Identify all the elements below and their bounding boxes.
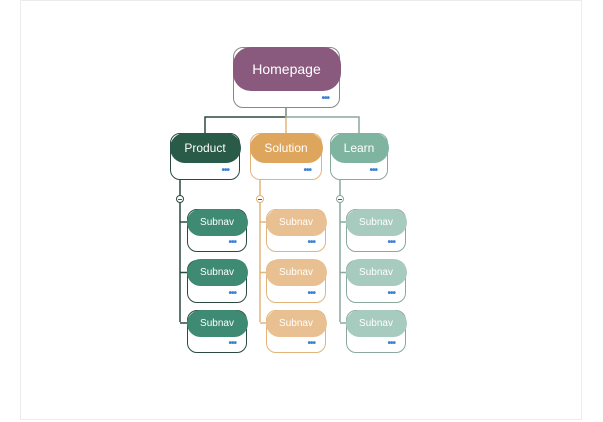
ellipsis-icon[interactable]: ••• [221, 165, 229, 176]
subnav-node[interactable]: Subnav••• [345, 208, 407, 252]
subnav-title: Subnav [265, 259, 327, 286]
collapse-icon[interactable] [176, 195, 184, 203]
homepage-title: Homepage [232, 46, 341, 91]
ellipsis-icon[interactable]: ••• [307, 338, 315, 349]
branch-node-product[interactable]: Product ••• [169, 132, 241, 180]
branch-node-learn[interactable]: Learn ••• [329, 132, 389, 180]
ellipsis-icon[interactable]: ••• [307, 287, 315, 299]
connector-root-learn [285, 108, 360, 133]
subnav-node[interactable]: Subnav••• [345, 259, 407, 303]
subnav-title: Subnav [265, 309, 327, 337]
connector-root-product [204, 108, 287, 133]
subnav-node[interactable]: Subnav••• [265, 259, 327, 303]
ellipsis-icon[interactable]: ••• [387, 287, 395, 299]
subnav-node[interactable]: Subnav••• [345, 309, 407, 353]
subnav-title: Subnav [345, 309, 407, 337]
subnav-node[interactable]: Subnav••• [186, 309, 248, 353]
ellipsis-icon[interactable]: ••• [228, 287, 236, 299]
ellipsis-icon[interactable]: ••• [321, 93, 329, 104]
subnav-node[interactable]: Subnav••• [265, 309, 327, 353]
subnav-title: Subnav [265, 208, 327, 236]
ellipsis-icon[interactable]: ••• [228, 338, 236, 349]
subnav-title: Subnav [186, 208, 248, 236]
subnav-node[interactable]: Subnav••• [186, 259, 248, 303]
ellipsis-icon[interactable]: ••• [387, 338, 395, 349]
branch-title: Product [169, 132, 241, 163]
ellipsis-icon[interactable]: ••• [228, 237, 236, 248]
subnav-title: Subnav [345, 259, 407, 286]
ellipsis-icon[interactable]: ••• [307, 237, 315, 248]
subnav-node[interactable]: Subnav••• [186, 208, 248, 252]
homepage-node[interactable]: Homepage ••• [232, 46, 341, 108]
subnav-title: Subnav [345, 208, 407, 236]
ellipsis-icon[interactable]: ••• [387, 237, 395, 248]
branch-title: Learn [329, 132, 389, 163]
ellipsis-icon[interactable]: ••• [303, 165, 311, 176]
subnav-title: Subnav [186, 259, 248, 286]
subnav-title: Subnav [186, 309, 248, 337]
branch-node-solution[interactable]: Solution ••• [249, 132, 323, 180]
branch-title: Solution [249, 132, 323, 163]
collapse-icon[interactable] [256, 195, 264, 203]
ellipsis-icon[interactable]: ••• [369, 165, 377, 176]
canvas-frame [20, 0, 582, 420]
collapse-icon[interactable] [336, 195, 344, 203]
subnav-node[interactable]: Subnav••• [265, 208, 327, 252]
